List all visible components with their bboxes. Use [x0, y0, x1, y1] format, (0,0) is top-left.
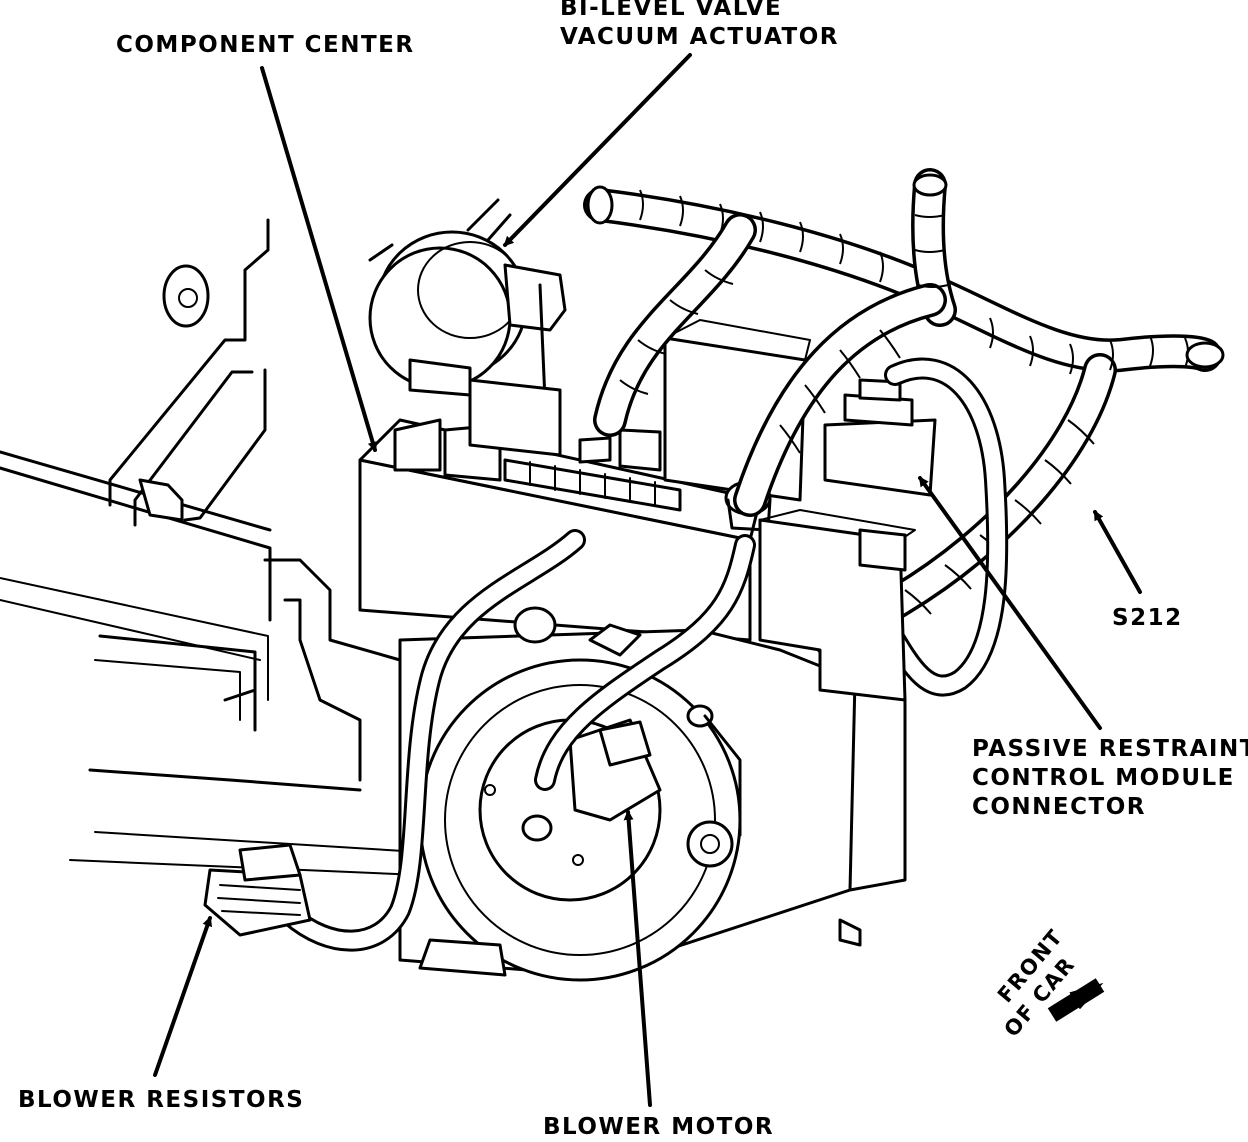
- label-passive-restraint-connector: PASSIVE RESTRAINT CONTROL MODULE CONNECT…: [972, 736, 1248, 820]
- arrow-front-of-car: [1047, 978, 1105, 1022]
- resistor-connector: [203, 843, 312, 937]
- bilevel-actuator: [368, 230, 567, 412]
- label-blower-motor: BLOWER MOTOR: [543, 1114, 775, 1140]
- label-s212: S212: [1112, 605, 1183, 631]
- label-component-center: COMPONENT CENTER: [116, 32, 415, 58]
- label-blower-resistors: BLOWER RESISTORS: [18, 1087, 305, 1113]
- arrow-bilevel-actuator: [503, 53, 692, 247]
- leader-arrows: [153, 53, 1142, 1107]
- arrow-blower-resistors: [153, 916, 213, 1077]
- arrow-s212: [1093, 510, 1142, 594]
- arrow-passive-restraint: [918, 476, 1102, 730]
- resistor-wire: [279, 529, 756, 952]
- label-bilevel-valve-actuator: BI-LEVEL VALVE VACUUM ACTUATOR: [560, 0, 839, 50]
- arrow-component-center: [260, 66, 378, 452]
- arrow-blower-motor: [623, 810, 652, 1107]
- dash-panel-lines: [0, 198, 512, 876]
